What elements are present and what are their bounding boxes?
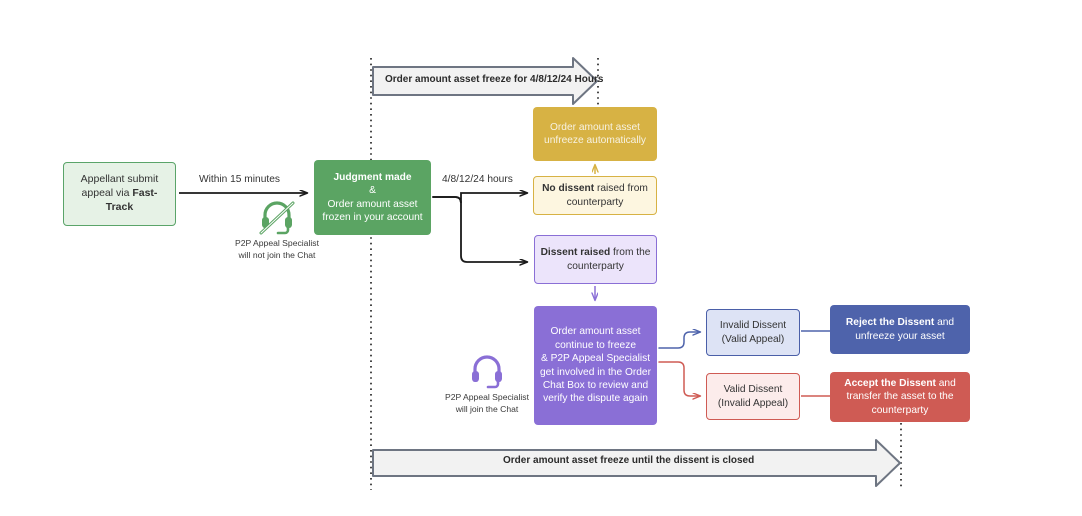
headset-icon (427, 350, 547, 390)
annotation-specialist-not-joining: P2P Appeal Specialist will not join the … (217, 196, 337, 261)
node-reject-dissent[interactable]: Reject the Dissent and unfreeze your ass… (830, 305, 970, 354)
node-reject-text: Reject the Dissent and unfreeze your ass… (845, 317, 955, 342)
node-no-dissent-text: No dissent raised from counterparty (542, 183, 648, 208)
banner-label-top: Order amount asset freeze for 4/8/12/24 … (385, 74, 604, 85)
node-judgment-text: Judgment made & Order amount asset froze… (322, 171, 423, 223)
node-valid-dissent[interactable]: Valid Dissent (Invalid Appeal) (706, 373, 800, 420)
node-appellant-submit[interactable]: Appellant submit appeal via Fast-Track (63, 162, 176, 226)
banner-label-bottom: Order amount asset freeze until the diss… (503, 455, 755, 466)
node-specialist-review[interactable]: Order amount asset continue to freeze & … (534, 306, 657, 425)
node-accept-text: Accept the Dissent and transfer the asse… (844, 377, 956, 416)
edge-label-within-15-minutes: Within 15 minutes (199, 174, 280, 185)
node-appellant-text: Appellant submit appeal via Fast-Track (80, 173, 159, 213)
node-asset-unfreeze-automatically[interactable]: Order amount asset unfreeze automaticall… (533, 107, 657, 161)
specialist-not-join-line1: P2P Appeal Specialist (235, 238, 319, 248)
specialist-not-join-line2: will not join the Chat (238, 249, 316, 260)
edge-review-to-valid (658, 361, 700, 396)
node-accept-dissent[interactable]: Accept the Dissent and transfer the asse… (830, 372, 970, 422)
specialist-join-line1: P2P Appeal Specialist (445, 392, 529, 402)
node-invalid-dissent[interactable]: Invalid Dissent (Valid Appeal) (706, 309, 800, 356)
node-valid-dissent-text: Valid Dissent (Invalid Appeal) (717, 384, 789, 409)
edge-label-hours: 4/8/12/24 hours (442, 174, 513, 185)
headset-muted-icon (217, 196, 337, 236)
node-dissent-raised[interactable]: Dissent raised from the counterparty (534, 235, 657, 284)
edge-judgment-split-down (432, 196, 527, 262)
annotation-specialist-joining: P2P Appeal Specialist will join the Chat (427, 350, 547, 415)
edge-review-to-invalid (658, 332, 700, 349)
edge-judgment-to-no-dissent (432, 193, 527, 204)
node-invalid-dissent-text: Invalid Dissent (Valid Appeal) (719, 320, 787, 345)
node-dissent-raised-text: Dissent raised from the counterparty (540, 247, 651, 272)
node-unfreeze-text: Order amount asset unfreeze automaticall… (544, 121, 646, 146)
node-judgment-made[interactable]: Judgment made & Order amount asset froze… (314, 160, 431, 235)
specialist-join-line2: will join the Chat (455, 403, 519, 414)
node-review-text: Order amount asset continue to freeze & … (540, 326, 651, 405)
node-no-dissent-raised[interactable]: No dissent raised from counterparty (533, 176, 657, 215)
